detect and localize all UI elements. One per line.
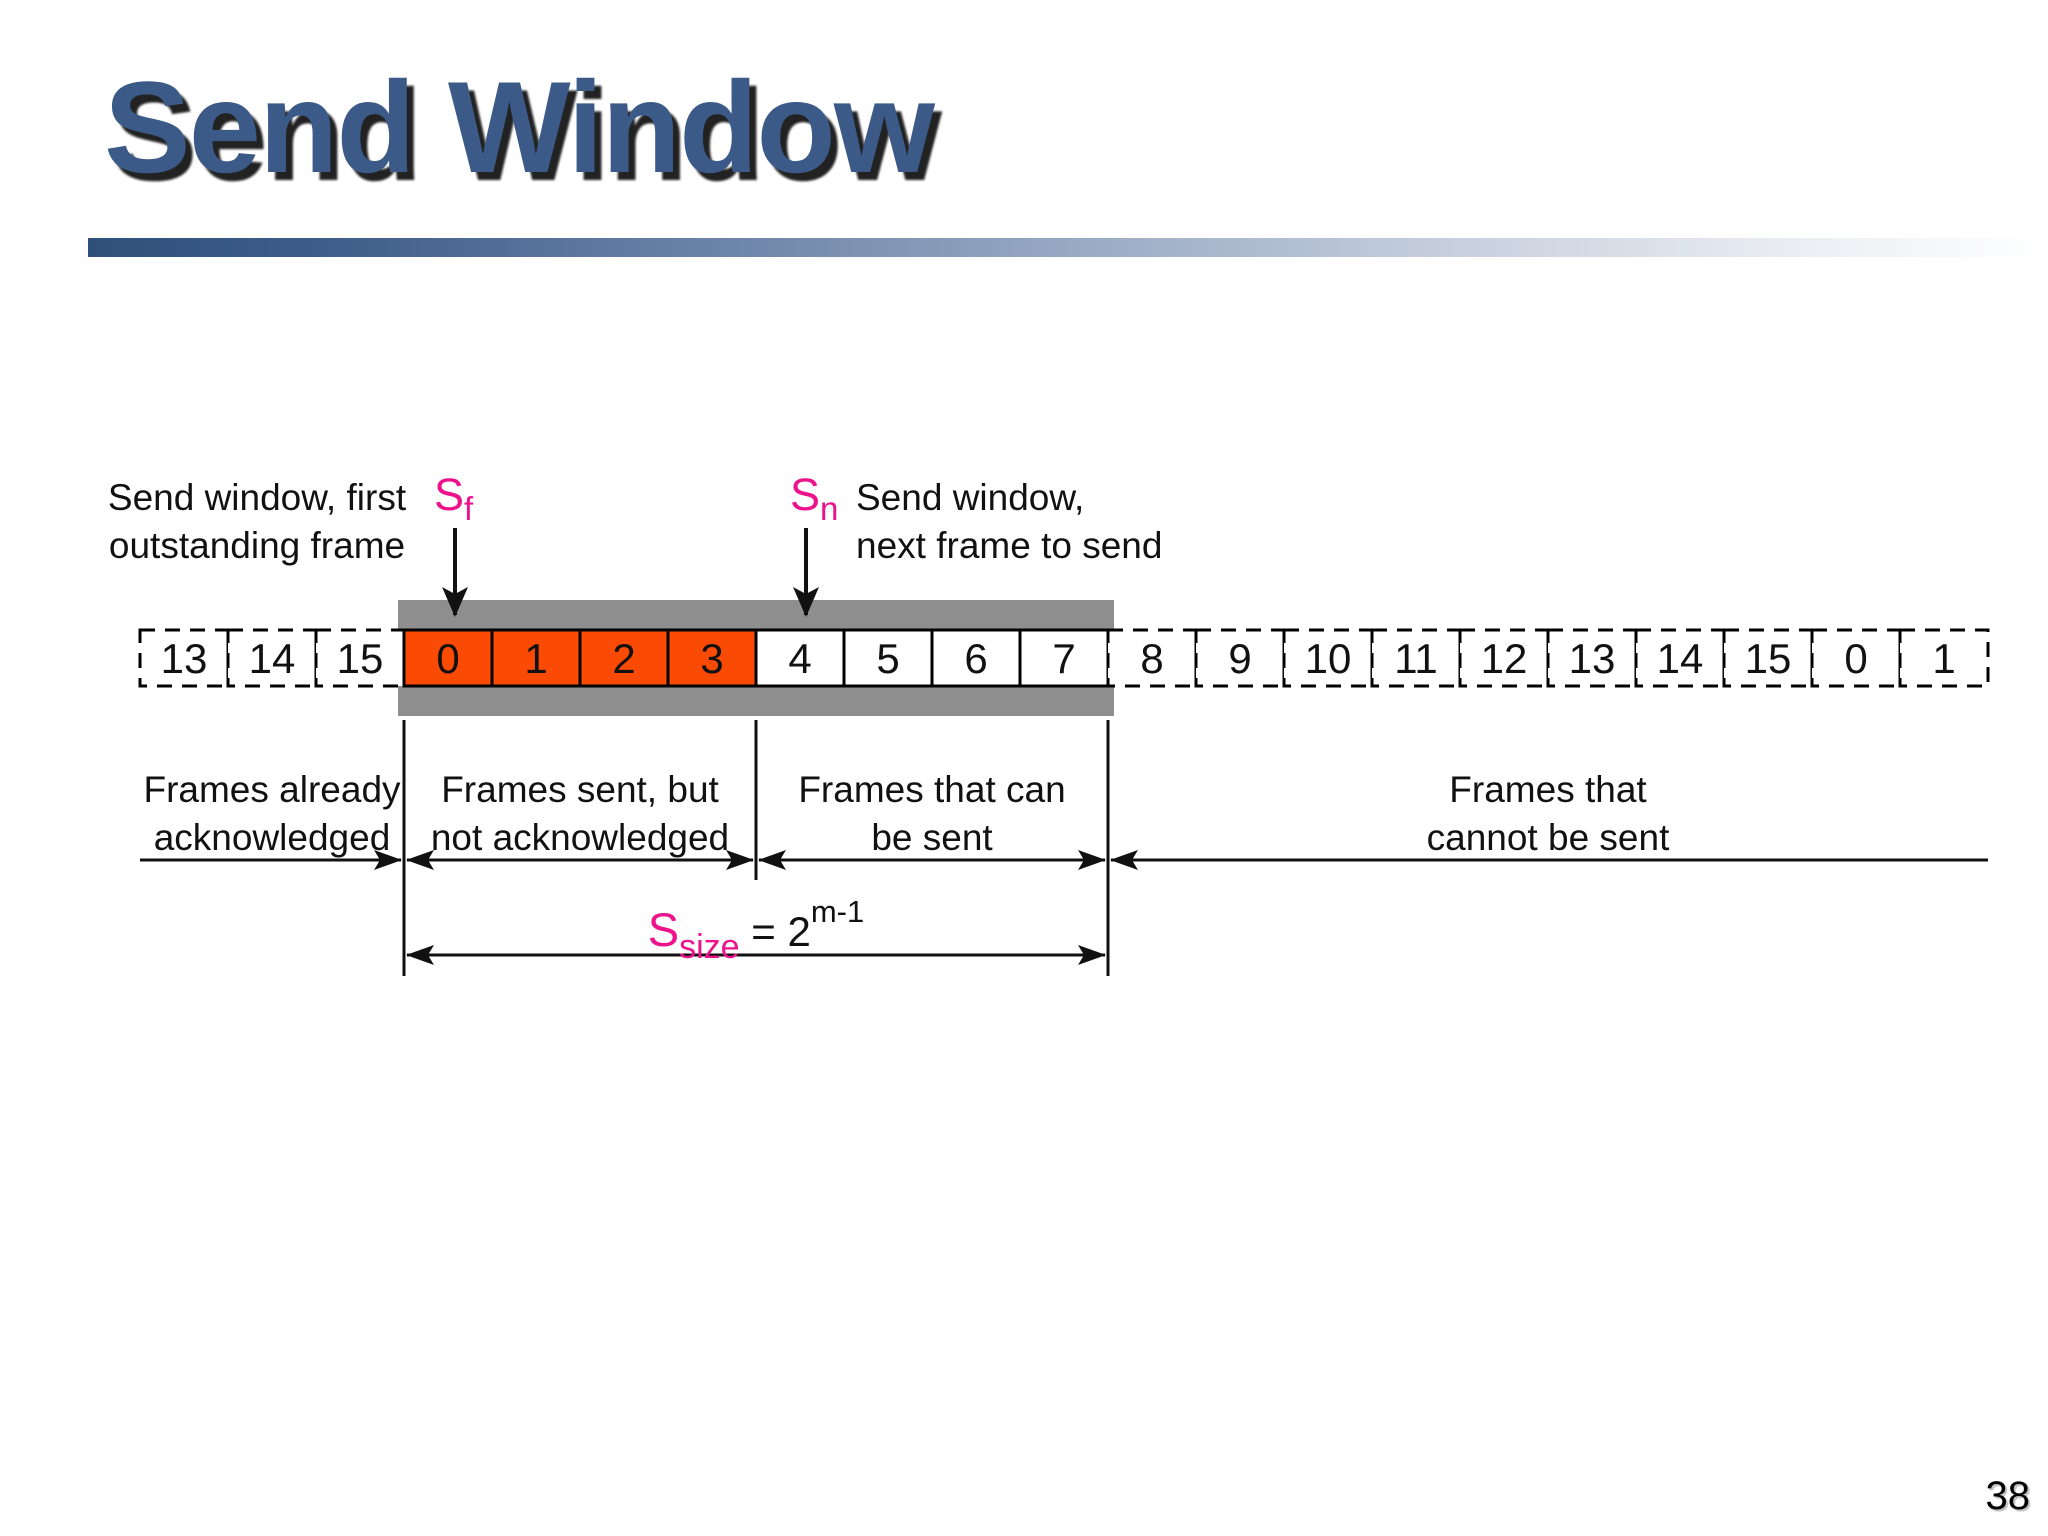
- frame-cell: 14: [226, 628, 318, 688]
- frame-label: 1: [1932, 635, 1955, 682]
- section-sendable-line1: Frames that can: [798, 769, 1066, 810]
- sf-symbol-subscript: f: [464, 490, 474, 527]
- frame-box: [1722, 628, 1814, 688]
- formula-exponent: m-1: [810, 894, 865, 929]
- frame-label: 5: [876, 635, 899, 682]
- frame-cell: 1: [1898, 628, 1990, 688]
- sn-description-line2: next frame to send: [856, 525, 1163, 566]
- frame-cell: 13: [138, 628, 230, 688]
- formula-symbol: S: [647, 903, 680, 956]
- frame-box: [930, 628, 1022, 688]
- sf-description-line2: outstanding frame: [108, 525, 406, 566]
- section-acked-line1: Frames already: [143, 769, 401, 810]
- frame-box: [1634, 628, 1726, 688]
- sf-symbol: Sf: [434, 472, 473, 531]
- frame-box: [1106, 628, 1198, 688]
- section-unsendable-line1: Frames that: [1449, 769, 1647, 810]
- frame-cell: 0: [1810, 628, 1902, 688]
- frame-label: 2: [612, 635, 635, 682]
- section-label-unsendable: Frames that cannot be sent: [1368, 766, 1728, 862]
- frame-cell: 5: [842, 628, 934, 688]
- slide-title: Send Window: [104, 54, 935, 200]
- frame-label: 14: [249, 635, 296, 682]
- frame-box: [1546, 628, 1638, 688]
- frame-label: 6: [964, 635, 987, 682]
- sn-symbol-main: S: [790, 469, 821, 520]
- frame-cell: 8: [1106, 628, 1198, 688]
- frame-box: [314, 628, 406, 688]
- section-sendable-line2: be sent: [871, 817, 993, 858]
- frame-box: [1810, 628, 1902, 688]
- sf-description-line1: Send window, first: [107, 477, 407, 518]
- sn-description-line1: Send window,: [856, 477, 1085, 518]
- section-outstanding-line1: Frames sent, but: [441, 769, 719, 810]
- section-outstanding-line2: not acknowledged: [430, 817, 730, 858]
- section-label-outstanding: Frames sent, but not acknowledged: [400, 766, 760, 862]
- frame-label: 15: [1745, 635, 1792, 682]
- frame-label: 1: [524, 635, 547, 682]
- frame-box: [1282, 628, 1374, 688]
- section-acked-line2: acknowledged: [153, 817, 391, 858]
- formula-subscript: size: [679, 928, 740, 966]
- window-size-formula: Ssize = 2m-1: [556, 894, 956, 967]
- frame-cell: 10: [1282, 628, 1374, 688]
- frame-label: 3: [700, 635, 723, 682]
- sn-symbol: Sn: [790, 472, 838, 531]
- frame-box: [1370, 628, 1462, 688]
- frame-label: 10: [1305, 635, 1352, 682]
- frame-label: 14: [1657, 635, 1704, 682]
- title-underline-bar: [88, 238, 2048, 257]
- section-label-acked: Frames already acknowledged: [92, 766, 452, 862]
- frame-label: 8: [1140, 635, 1163, 682]
- frame-cell: 15: [1722, 628, 1814, 688]
- frame-cell: 12: [1458, 628, 1550, 688]
- frame-box: [1194, 628, 1286, 688]
- frame-label: 0: [436, 635, 459, 682]
- page-number: 38: [1985, 1474, 2031, 1518]
- frame-box: [754, 628, 846, 688]
- frame-cell: 14: [1634, 628, 1726, 688]
- formula-equals: = 2: [739, 908, 811, 955]
- frame-label: 15: [337, 635, 384, 682]
- frame-cell: 1: [490, 628, 582, 688]
- frame-label: 11: [1394, 635, 1438, 682]
- frame-cell: 3: [666, 628, 758, 688]
- frame-cell: 13: [1546, 628, 1638, 688]
- frame-box: [138, 628, 230, 688]
- frame-cell: 2: [578, 628, 670, 688]
- frame-label: 13: [161, 635, 208, 682]
- sn-description: Send window, next frame to send: [856, 474, 1162, 570]
- frame-label: 12: [1481, 635, 1528, 682]
- frame-label: 7: [1052, 635, 1075, 682]
- section-label-sendable: Frames that can be sent: [752, 766, 1112, 862]
- frame-box: [1898, 628, 1990, 688]
- frame-cell: 6: [930, 628, 1022, 688]
- frame-label: 4: [788, 635, 811, 682]
- frame-cell: 4: [754, 628, 846, 688]
- frame-box: [1458, 628, 1550, 688]
- frame-box: [226, 628, 318, 688]
- frame-cell: 9: [1194, 628, 1286, 688]
- frame-cell: 15: [314, 628, 406, 688]
- sn-symbol-subscript: n: [820, 490, 839, 527]
- sf-description: Send window, first outstanding frame: [96, 474, 418, 570]
- frame-cell: 0: [402, 628, 494, 688]
- frame-label: 9: [1228, 635, 1251, 682]
- frame-box: [666, 628, 758, 688]
- frame-cell: 11: [1370, 628, 1462, 688]
- frame-label: 0: [1844, 635, 1867, 682]
- sf-symbol-main: S: [434, 469, 465, 520]
- section-unsendable-line2: cannot be sent: [1426, 817, 1670, 858]
- frame-cell: 7: [1018, 628, 1110, 688]
- frame-label: 13: [1569, 635, 1616, 682]
- frame-box: [402, 628, 494, 688]
